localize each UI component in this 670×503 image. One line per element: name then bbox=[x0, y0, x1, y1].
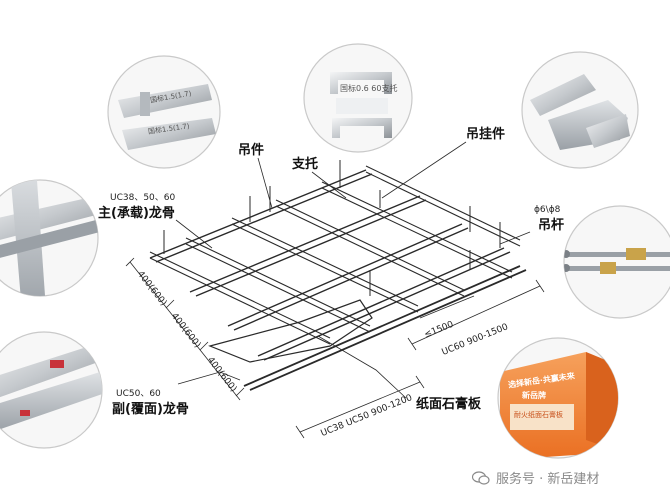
label-main-spec: UC38、50、60 bbox=[110, 193, 176, 203]
label-sub-keel: 副(覆面)龙骨 bbox=[112, 402, 189, 417]
sub-keels bbox=[149, 165, 521, 345]
label-gypsum-board: 纸面石膏板 bbox=[416, 397, 482, 412]
label-sub-spec: UC50、60 bbox=[116, 389, 161, 399]
dimension-lines-left bbox=[125, 257, 245, 401]
gypsum-board-outline bbox=[208, 299, 373, 363]
photo-sub-keel bbox=[0, 331, 103, 449]
photo-hook-piece bbox=[521, 51, 639, 169]
dimension-lines-right bbox=[407, 279, 545, 351]
label-hanger-piece: 吊件 bbox=[238, 143, 265, 158]
photo-support-piece bbox=[303, 43, 413, 153]
watermark: 服务号 · 新岳建材 bbox=[471, 468, 600, 487]
photo-rod bbox=[563, 205, 670, 319]
wechat-icon bbox=[471, 470, 490, 485]
board-brand: 新岳牌 bbox=[522, 391, 546, 400]
label-rod: 吊杆 bbox=[538, 218, 565, 233]
hanger-rods bbox=[163, 160, 501, 296]
photo-main-keel bbox=[0, 179, 99, 297]
dimension-lines-front bbox=[295, 375, 425, 439]
leader-lines bbox=[175, 141, 531, 399]
board-name: 耐火纸面石膏板 bbox=[514, 411, 563, 419]
watermark-text: 服务号 · 新岳建材 bbox=[496, 472, 600, 487]
label-main-keel: 主(承载)龙骨 bbox=[98, 206, 175, 221]
label-hook-piece: 吊挂件 bbox=[466, 127, 506, 142]
ceiling-frame bbox=[125, 141, 545, 439]
label-support: 支托 bbox=[292, 157, 319, 172]
label-rod-spec: ϕ6\ϕ8 bbox=[534, 205, 561, 215]
photo-hanger-piece bbox=[107, 55, 221, 169]
photo-gypsum-board bbox=[497, 337, 619, 459]
support-piece-stamp: 国标0.6 60支托 bbox=[340, 84, 398, 93]
main-keels bbox=[149, 169, 527, 391]
